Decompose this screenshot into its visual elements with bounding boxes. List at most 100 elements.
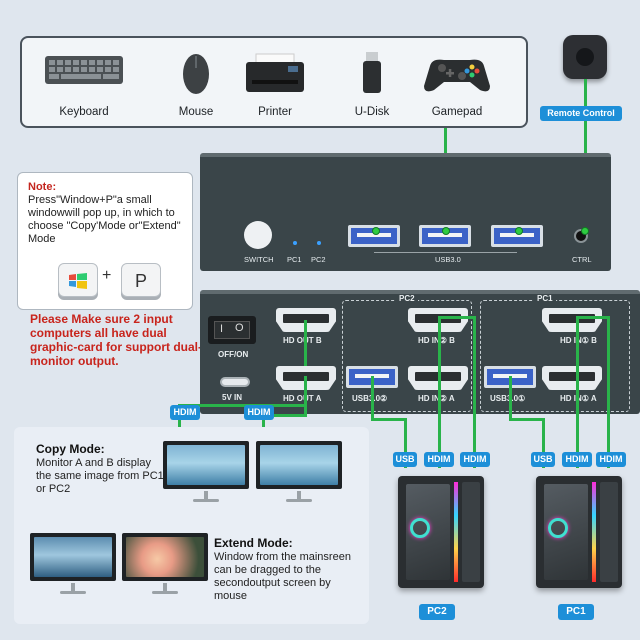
front-usb-port-1[interactable] bbox=[348, 225, 400, 247]
plus-sign: + bbox=[102, 267, 112, 284]
pc1-led bbox=[293, 241, 297, 245]
pc1-hd-in-b-port[interactable] bbox=[542, 308, 602, 332]
pc1-tower bbox=[536, 476, 622, 588]
dual-graphics-warning: Please Make sure 2 input computers all h… bbox=[30, 312, 203, 368]
ctrl-label: CTRL bbox=[572, 255, 592, 264]
mouse-device: Mouse bbox=[172, 52, 220, 118]
peripherals-panel: Keyboard Mouse Printer U-Disk Gamepa bbox=[20, 36, 528, 128]
pc2-hd-in-b-label: HD IN② B bbox=[418, 336, 455, 345]
hdim-cable-label: HDIM bbox=[596, 452, 626, 467]
wire-dot bbox=[372, 227, 380, 235]
pc2-usb-route bbox=[371, 418, 407, 421]
remote-control[interactable] bbox=[563, 35, 607, 79]
flower-image bbox=[126, 537, 204, 577]
usb-drive-icon bbox=[363, 52, 381, 93]
usb-cable-label: USB bbox=[531, 452, 555, 467]
landscape-image bbox=[34, 537, 112, 577]
note-body: Press"Window+P"a small windowwill pop up… bbox=[28, 194, 181, 245]
hdim-cable-label: HDIM bbox=[460, 452, 490, 467]
front-usb-port-3[interactable] bbox=[491, 225, 543, 247]
keyboard-icon bbox=[45, 56, 123, 84]
usb-bracket bbox=[374, 252, 517, 253]
pc2-usb-drop bbox=[404, 418, 407, 468]
monitor-stand bbox=[163, 583, 167, 591]
off-on-label: OFF/ON bbox=[218, 350, 249, 359]
pc1-usb-route bbox=[509, 418, 545, 421]
udisk-device: U-Disk bbox=[342, 52, 402, 118]
pc2-hdmi-a-wire bbox=[473, 316, 476, 468]
hd-out-a-wire bbox=[304, 376, 307, 416]
pc2-led bbox=[317, 241, 321, 245]
pc1-group-label: PC1 bbox=[534, 294, 556, 303]
iceberg-image bbox=[260, 445, 338, 485]
pc1-hdmi-a-wire bbox=[607, 316, 610, 468]
monitor-stand bbox=[71, 583, 75, 591]
hd-out-b-wire bbox=[304, 320, 307, 366]
wire-dot bbox=[581, 227, 589, 235]
pc1-b-route bbox=[576, 316, 610, 319]
hdim-cable-label: HDIM bbox=[170, 405, 200, 420]
pc1-hdmi-b-wire bbox=[576, 316, 579, 468]
monitor-base bbox=[60, 591, 86, 594]
printer-icon bbox=[246, 53, 304, 92]
hdim-cable-label: HDIM bbox=[562, 452, 592, 467]
wire-dot bbox=[515, 227, 523, 235]
pc2-hd-in-a-label: HD IN② A bbox=[418, 394, 455, 403]
front-usb-port-2[interactable] bbox=[419, 225, 471, 247]
pc1-label: PC1 bbox=[287, 255, 302, 264]
extend-monitor-b bbox=[30, 533, 116, 581]
keyboard-device: Keyboard bbox=[44, 52, 124, 118]
copy-monitor-a bbox=[256, 441, 342, 489]
mouse-label: Mouse bbox=[178, 106, 214, 118]
windows-logo-icon bbox=[69, 273, 87, 289]
5v-in-label: 5V IN bbox=[222, 393, 243, 402]
pc2-label: PC2 bbox=[311, 255, 326, 264]
printer-device: Printer bbox=[242, 52, 308, 118]
pc1-hd-in-a-port[interactable] bbox=[542, 366, 602, 390]
hdim-cable-label: HDIM bbox=[244, 405, 274, 420]
windows-key bbox=[58, 263, 98, 297]
copy-monitor-b bbox=[163, 441, 249, 489]
mouse-icon bbox=[183, 54, 209, 94]
gamepad-label: Gamepad bbox=[431, 106, 483, 118]
usb30-label: USB3.0 bbox=[435, 255, 461, 264]
monitor-stand bbox=[204, 491, 208, 499]
out-a-route bbox=[262, 414, 307, 417]
wire-dot bbox=[442, 227, 450, 235]
pc2-usb-label: USB3.0② bbox=[352, 394, 388, 403]
gamepad-icon bbox=[424, 59, 490, 92]
pc2-b-route bbox=[438, 316, 476, 319]
switch-button[interactable] bbox=[244, 221, 272, 249]
pc2-hdmi-b-wire bbox=[438, 316, 441, 468]
extend-monitor-a bbox=[122, 533, 208, 581]
note-box: Note: Press"Window+P"a small windowwill … bbox=[17, 172, 193, 310]
hd-out-b-label: HD OUT B bbox=[283, 336, 322, 345]
5v-power-port[interactable] bbox=[220, 377, 250, 387]
usb-cable-label: USB bbox=[393, 452, 417, 467]
kvm-front-panel: SWITCH PC1 PC2 USB3.0 CTRL bbox=[200, 153, 611, 271]
copy-mode-title: Copy Mode: bbox=[36, 442, 105, 456]
pc1-usb-wire bbox=[509, 376, 512, 418]
monitor-b-drop bbox=[178, 404, 181, 444]
monitor-base bbox=[152, 591, 178, 594]
pc2-group-label: PC2 bbox=[396, 294, 418, 303]
hd-out-a-label: HD OUT A bbox=[283, 394, 322, 403]
rgb-fan-icon bbox=[548, 518, 568, 538]
display-modes-panel: Copy Mode: Monitor A and B display the s… bbox=[14, 427, 369, 624]
iceberg-image bbox=[167, 445, 245, 485]
monitor-base bbox=[286, 499, 312, 502]
switch-label: SWITCH bbox=[244, 255, 274, 264]
kvm-back-panel: I O OFF/ON 5V IN HD OUT B HD OUT A PC2 H… bbox=[200, 290, 640, 414]
remote-control-label: Remote Control bbox=[540, 106, 622, 121]
extend-mode-title: Extend Mode: bbox=[214, 536, 293, 550]
gamepad-device: Gamepad bbox=[422, 52, 492, 118]
power-switch[interactable]: I O bbox=[208, 316, 256, 344]
pc1-usb-label: USB3.0① bbox=[490, 394, 526, 403]
out-b-route bbox=[178, 404, 307, 407]
rgb-fan-icon bbox=[410, 518, 430, 538]
copy-mode-text: Copy Mode: Monitor A and B display the s… bbox=[36, 443, 166, 496]
extend-mode-text: Extend Mode: Window from the mainsreen c… bbox=[214, 537, 364, 603]
udisk-label: U-Disk bbox=[354, 106, 390, 118]
monitor-stand bbox=[297, 491, 301, 499]
pc2-label: PC2 bbox=[419, 604, 455, 620]
